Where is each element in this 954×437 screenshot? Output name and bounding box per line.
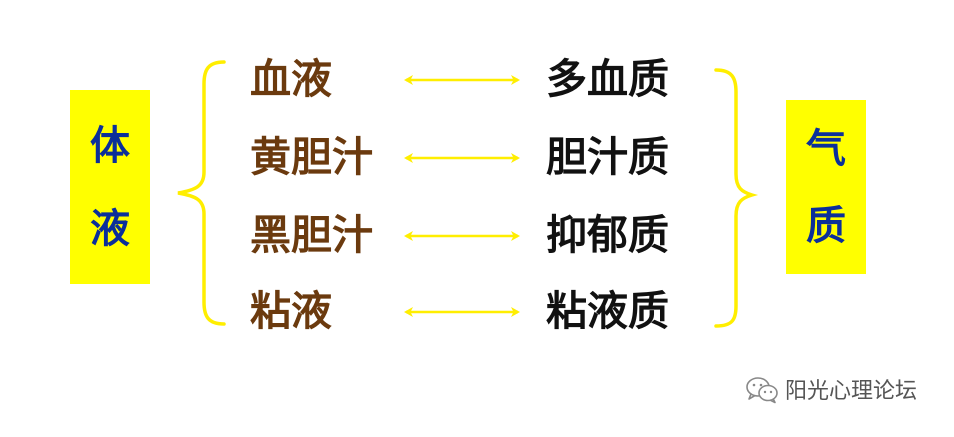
body-fluid-label: 体 液 [70,90,150,284]
fluid-black-bile: 黑胆汁 [250,211,373,259]
watermark-text: 阳光心理论坛 [785,379,918,404]
temperament-phlegmatic: 粘液质 [546,287,669,335]
fluid-phlegm: 粘液 [250,287,332,335]
temperament-char-1: 气 [806,125,846,172]
temperament-melancholic: 抑郁质 [546,211,669,259]
fluid-blood: 血液 [250,55,332,103]
body-fluid-char-2: 液 [90,205,130,252]
right-brace [714,68,759,328]
body-fluid-char-1: 体 [90,122,130,169]
fluid-yellow-bile: 黄胆汁 [250,133,373,181]
temperament-choleric: 胆汁质 [546,133,669,181]
temperament-label: 气 质 [786,100,866,274]
watermark: 阳光心理论坛 [745,376,917,408]
temperament-sanguine: 多血质 [546,55,669,103]
wechat-icon [745,376,779,408]
left-brace [177,60,226,326]
temperament-char-2: 质 [806,202,846,249]
